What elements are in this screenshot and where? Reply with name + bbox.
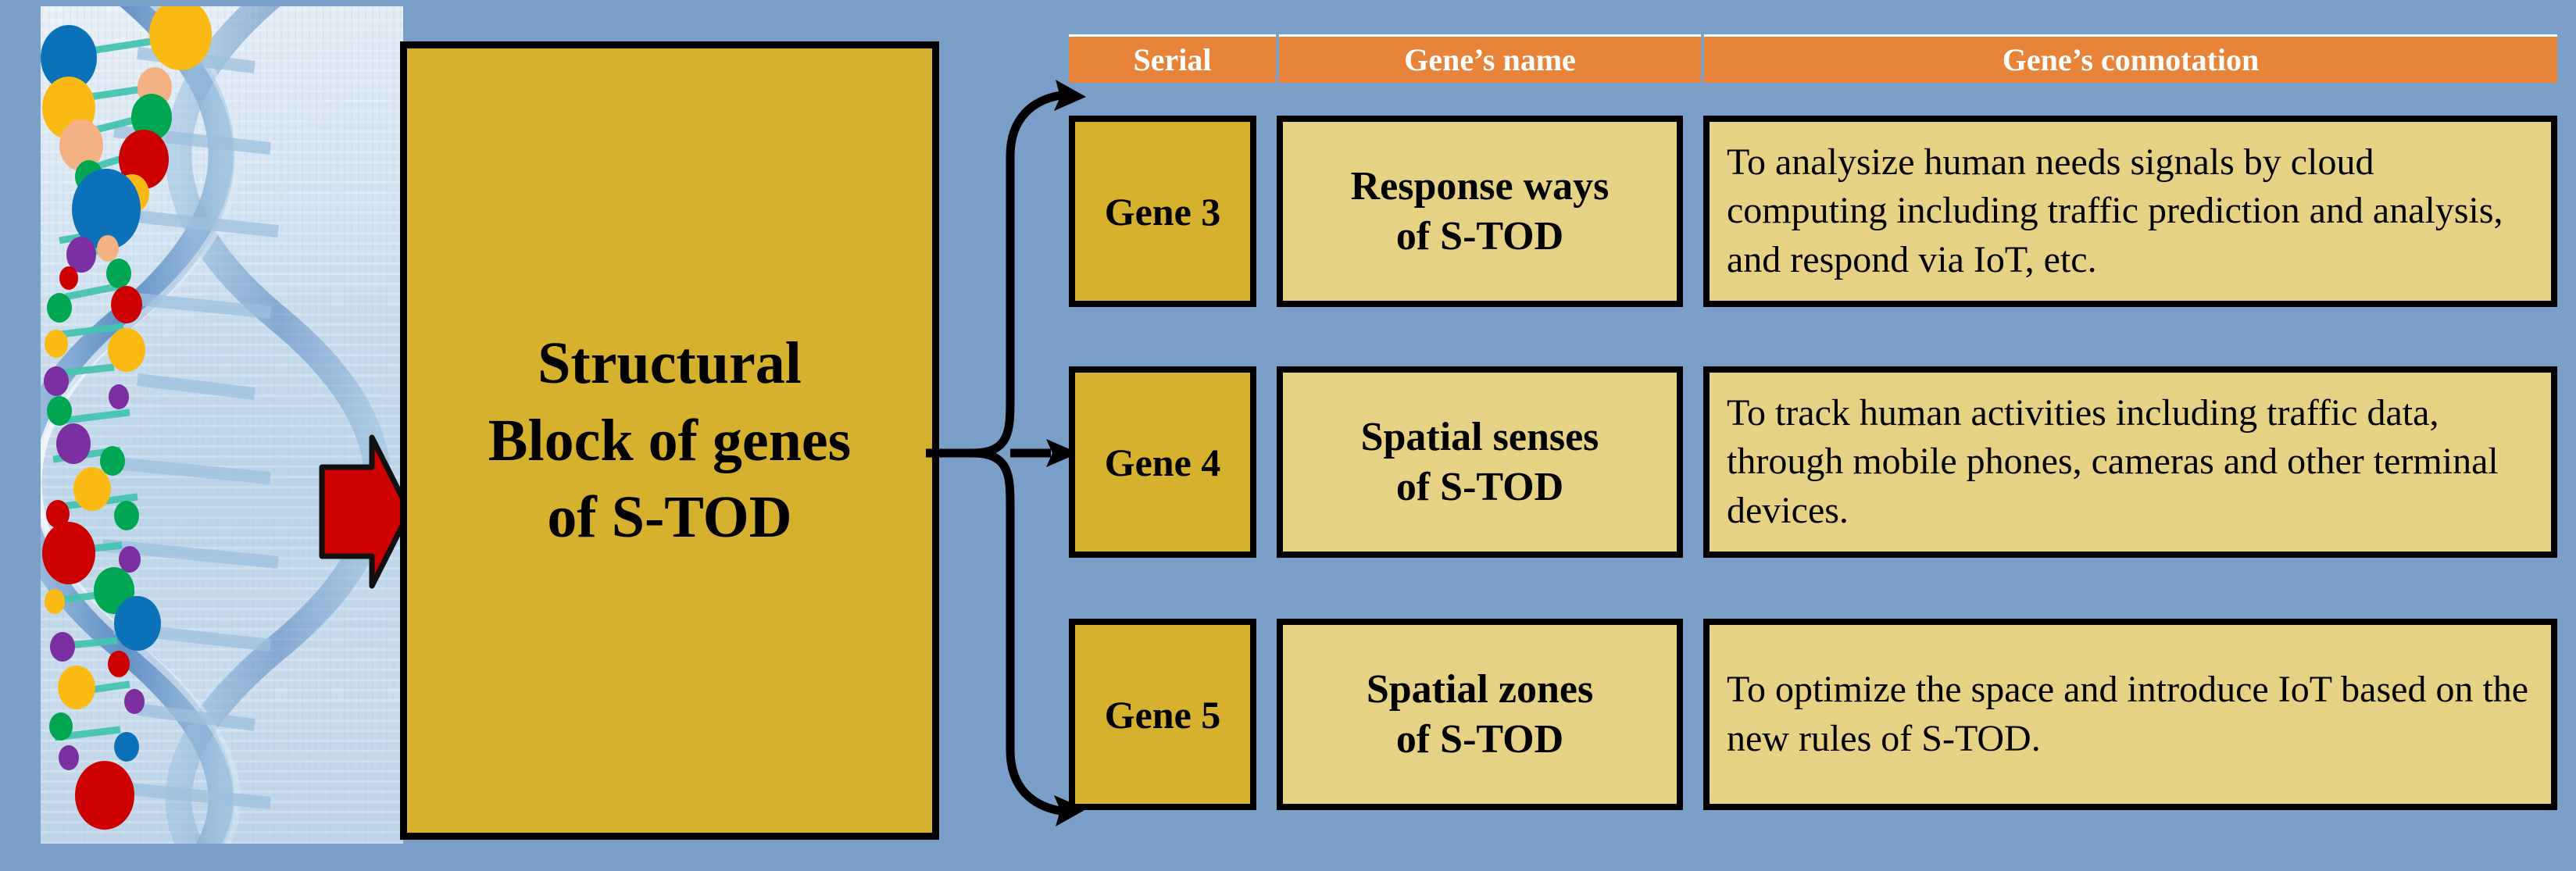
column-header-gene-connotation: Gene’s connotation <box>1704 34 2557 83</box>
cell-serial: Gene 4 <box>1069 366 1256 558</box>
table-header-row: Serial Gene’s name Gene’s connotation <box>1069 34 2557 83</box>
cell-gene-connotation: To optimize the space and introduce IoT … <box>1703 619 2557 810</box>
table-row: Gene 4 Spatial senses of S-TOD To track … <box>1069 366 2557 558</box>
panel-left-edge <box>20 6 41 844</box>
cell-gene-connotation: To track human activities including traf… <box>1703 366 2557 558</box>
red-arrow-icon <box>319 434 413 589</box>
cell-gene-connotation: To analysize human needs signals by clou… <box>1703 116 2557 307</box>
structural-block-title: Structural Block of genes of S-TOD <box>488 330 852 551</box>
structural-block: Structural Block of genes of S-TOD <box>400 41 939 840</box>
cell-serial: Gene 3 <box>1069 116 1256 307</box>
cell-gene-name: Spatial zones of S-TOD <box>1277 619 1683 810</box>
cell-gene-name: Response ways of S-TOD <box>1277 116 1683 307</box>
table-row: Gene 5 Spatial zones of S-TOD To optimiz… <box>1069 619 2557 810</box>
cell-gene-name: Spatial senses of S-TOD <box>1277 366 1683 558</box>
table-row: Gene 3 Response ways of S-TOD To analysi… <box>1069 116 2557 307</box>
cell-serial: Gene 5 <box>1069 619 1256 810</box>
column-header-serial: Serial <box>1069 34 1276 83</box>
dna-illustration <box>20 6 403 844</box>
gene-table: Serial Gene’s name Gene’s connotation Ge… <box>1069 34 2557 847</box>
column-header-gene-name: Gene’s name <box>1279 34 1701 83</box>
three-way-branch-arrow-icon <box>926 80 1086 826</box>
